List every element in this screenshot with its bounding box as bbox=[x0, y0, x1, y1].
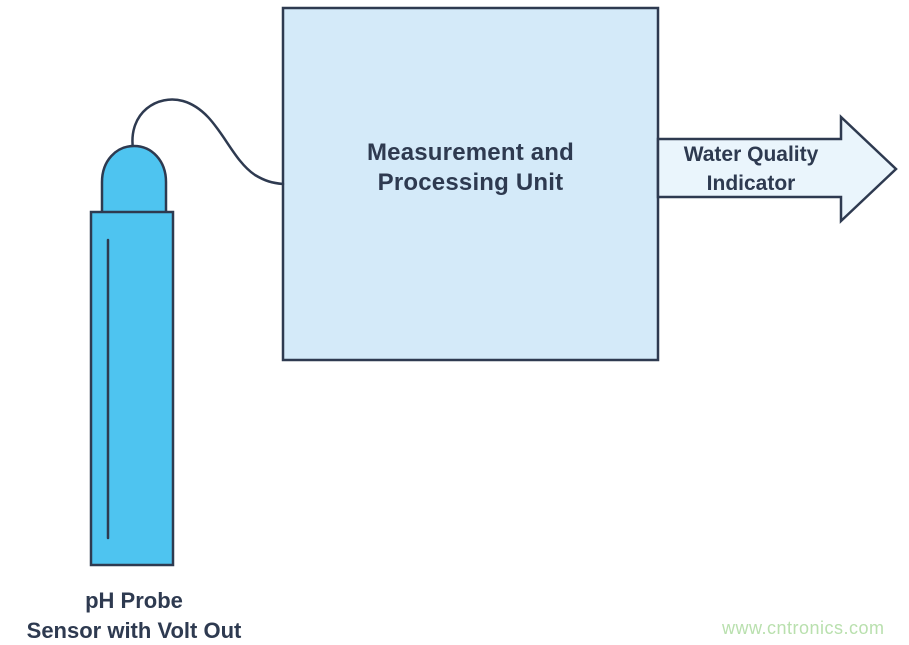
probe-label-line1: pH Probe bbox=[85, 588, 183, 613]
output-arrow-label: Water Quality Indicator bbox=[660, 140, 842, 198]
processing-unit-label-line1: Measurement and bbox=[366, 139, 575, 166]
probe-body bbox=[89, 210, 175, 567]
probe-wire bbox=[131, 98, 285, 186]
probe-label: pH Probe Sensor with Volt Out bbox=[0, 586, 268, 645]
processing-unit-label-line2: Processing Unit bbox=[377, 169, 564, 196]
watermark-text: www.cntronics.com bbox=[722, 618, 885, 638]
processing-unit-box bbox=[281, 6, 660, 362]
output-arrow-label-line1: Water Quality bbox=[683, 143, 819, 166]
probe-cap bbox=[100, 144, 168, 215]
output-arrow-label-line2: Indicator bbox=[706, 172, 796, 195]
probe-label-line2: Sensor with Volt Out bbox=[26, 618, 242, 643]
output-arrow-shape bbox=[656, 114, 898, 224]
processing-unit-label: Measurement and Processing Unit bbox=[283, 138, 658, 198]
